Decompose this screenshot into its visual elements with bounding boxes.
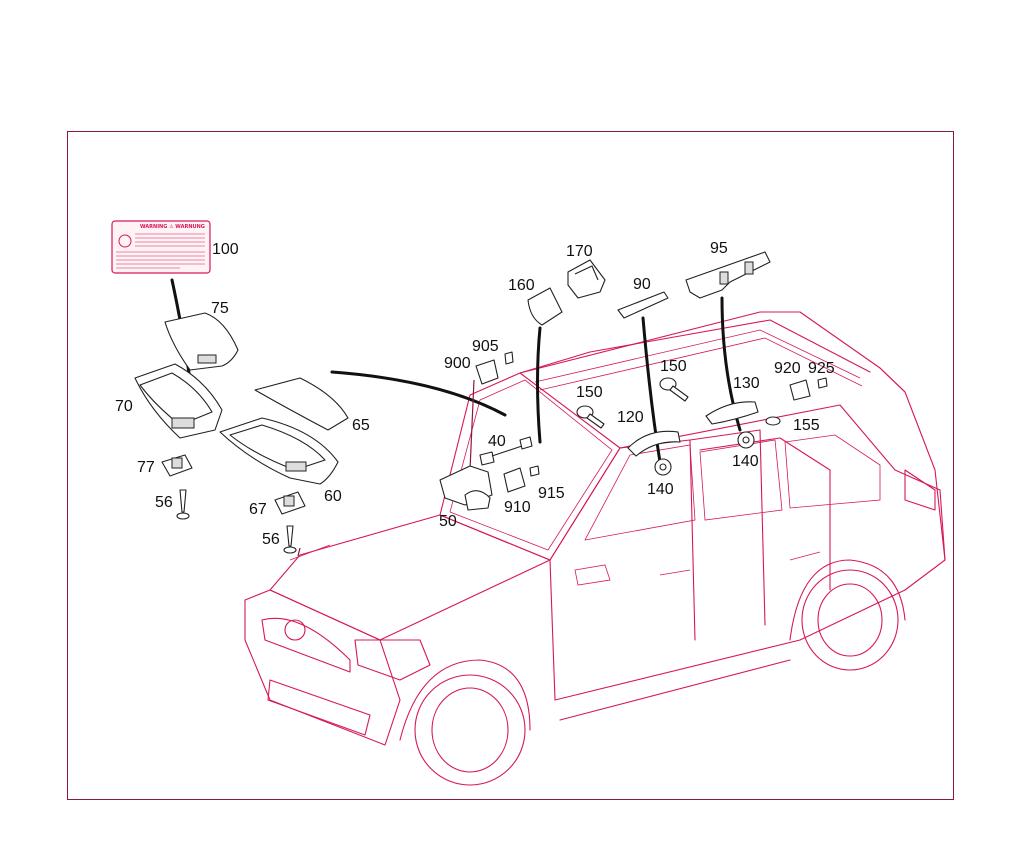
label-140-left: 140 (647, 481, 674, 498)
warning-heading: WARNING ⚠ WARNUNG (140, 224, 205, 230)
label-130: 130 (733, 375, 760, 392)
label-150-right: 150 (660, 358, 687, 375)
label-56-right: 56 (262, 531, 280, 548)
part-140-nut-right (737, 431, 755, 449)
part-90-rail (617, 291, 669, 319)
part-170-bracket (567, 259, 606, 299)
part-900-switch (475, 359, 499, 385)
part-905-bulb (504, 351, 514, 365)
label-120: 120 (617, 409, 644, 426)
part-40-connector (479, 436, 533, 466)
label-70: 70 (115, 398, 133, 415)
vehicle-outline (244, 311, 946, 786)
part-100-warning-label: WARNING ⚠ WARNUNG (111, 220, 211, 274)
label-160: 160 (508, 277, 535, 294)
part-70-sun-visor-mirror (134, 363, 223, 439)
label-900: 900 (444, 355, 471, 372)
label-100: 100 (212, 241, 239, 258)
label-56-left: 56 (155, 494, 173, 511)
part-160-cover (527, 287, 563, 326)
part-95-rail-bracket (685, 251, 771, 299)
label-95: 95 (710, 240, 728, 257)
label-170: 170 (566, 243, 593, 260)
part-920-lamp-housing (789, 379, 811, 401)
part-925-bulb (817, 377, 828, 389)
part-77-clip (161, 454, 193, 477)
label-155: 155 (793, 417, 820, 434)
label-915: 915 (538, 485, 565, 502)
label-67: 67 (249, 501, 267, 518)
label-905: 905 (472, 338, 499, 355)
diagram-frame (67, 131, 954, 800)
label-140-right: 140 (732, 453, 759, 470)
part-65-sun-visor (254, 377, 349, 431)
part-56-screw-right (283, 525, 297, 554)
part-150-bolt-right (659, 377, 689, 402)
label-920: 920 (774, 360, 801, 377)
part-130-grab-handle (705, 401, 759, 425)
label-60: 60 (324, 488, 342, 505)
part-56-screw-left (176, 489, 190, 520)
part-915-bulb (529, 465, 540, 477)
emblem-icon (284, 619, 306, 641)
part-140-nut-left (654, 458, 672, 476)
part-150-bolt-left (576, 405, 605, 429)
label-50: 50 (439, 513, 457, 530)
label-77: 77 (137, 459, 155, 476)
part-50-interior-light (439, 465, 493, 511)
part-67-clip (274, 491, 306, 515)
part-120-grab-handle (627, 430, 681, 457)
label-75: 75 (211, 300, 229, 317)
part-labels: 100 75 70 65 77 56 67 60 56 170 160 905 … (115, 240, 835, 548)
label-150-left: 150 (576, 384, 603, 401)
part-60-sun-visor-mirror (219, 417, 339, 485)
label-925: 925 (808, 360, 835, 377)
label-40: 40 (488, 433, 506, 450)
label-90: 90 (633, 276, 651, 293)
warning-symbol-icon (118, 234, 132, 248)
part-75-sun-visor (164, 312, 239, 371)
part-155-bulb (765, 416, 781, 426)
label-910: 910 (504, 499, 531, 516)
label-65: 65 (352, 417, 370, 434)
part-910-lamp (503, 467, 526, 493)
